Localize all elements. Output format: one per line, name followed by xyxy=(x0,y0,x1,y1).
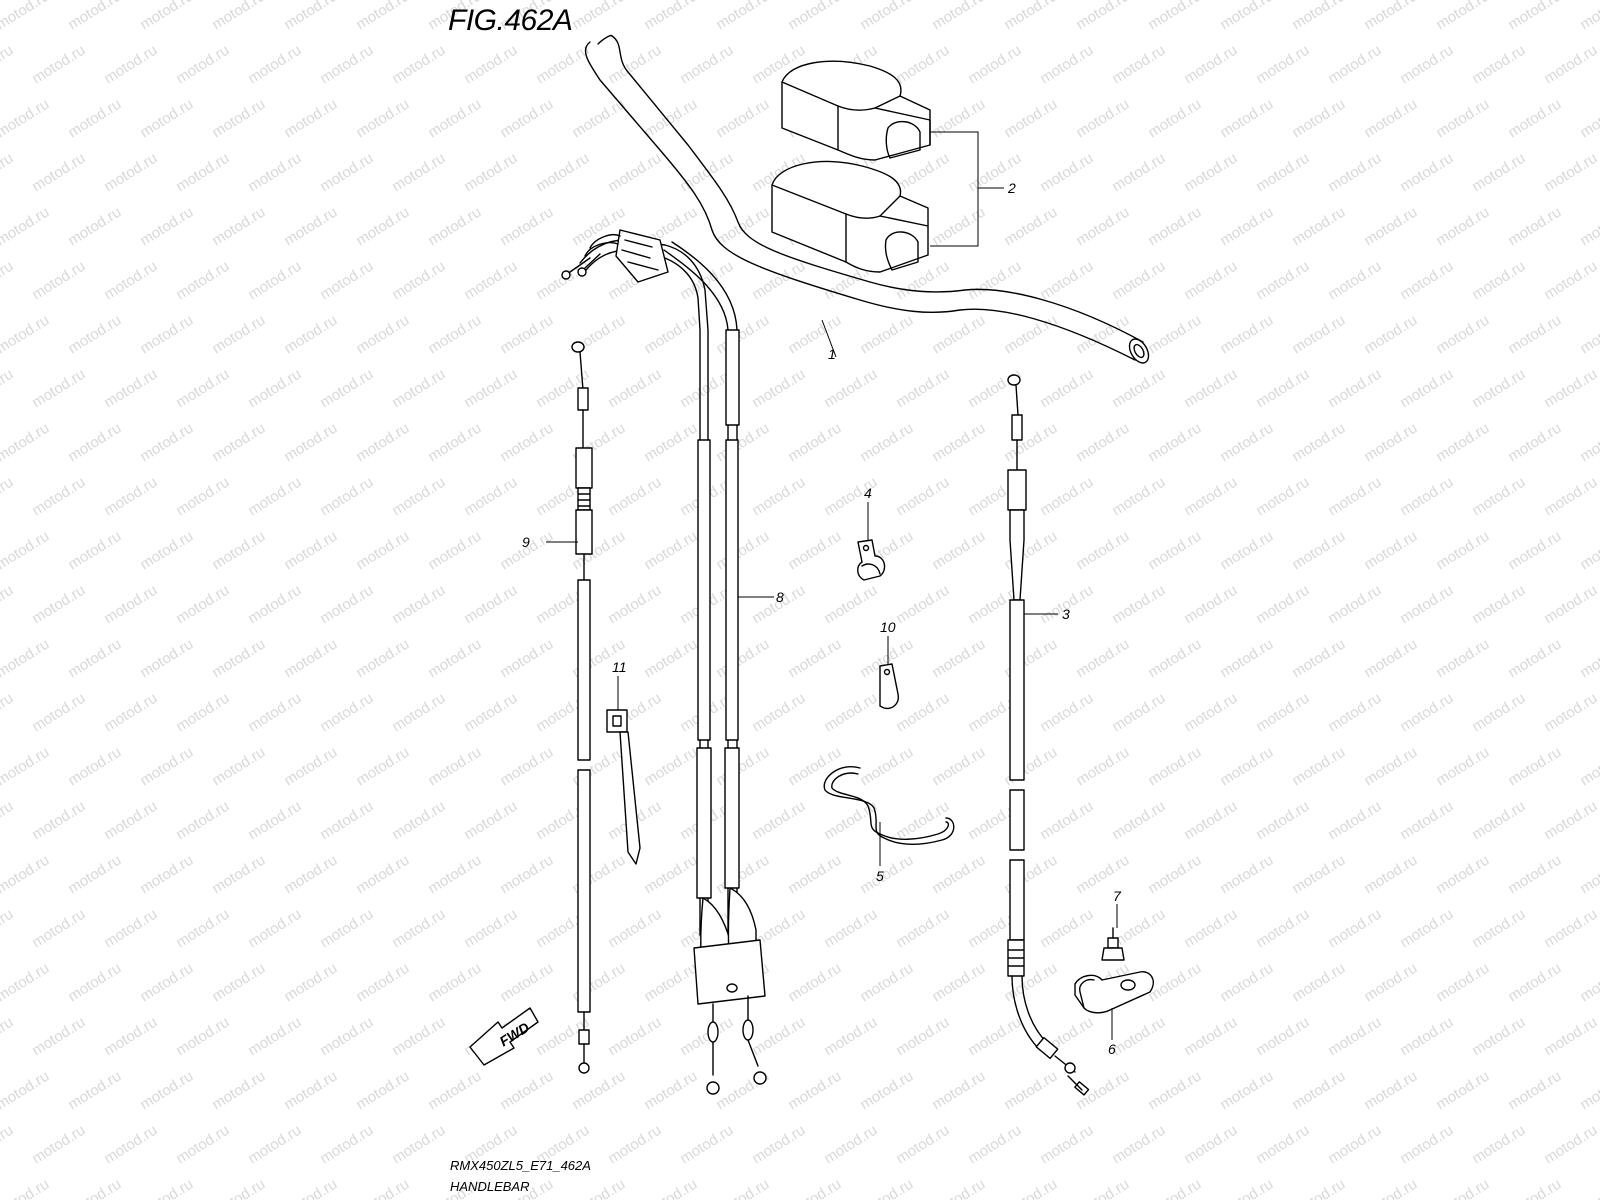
right-cable[interactable] xyxy=(1007,374,1090,1096)
left-cable[interactable] xyxy=(571,341,593,1074)
callout-9[interactable]: 9 xyxy=(522,534,530,550)
bolt[interactable] xyxy=(1101,927,1125,961)
wire-hook[interactable] xyxy=(823,766,955,845)
callout-1[interactable]: 1 xyxy=(828,346,836,362)
leader-lines xyxy=(546,131,1118,1040)
callout-4[interactable]: 4 xyxy=(864,485,872,501)
figure-name: HANDLEBAR xyxy=(450,1179,530,1194)
callouts: 1 2 3 4 5 6 7 8 9 10 11 xyxy=(522,180,1122,1057)
cable-clip[interactable] xyxy=(879,663,899,710)
callout-5[interactable]: 5 xyxy=(876,868,884,884)
throttle-cable[interactable] xyxy=(561,229,767,1095)
callout-11[interactable]: 11 xyxy=(612,659,627,675)
handlebar-pad-upper[interactable] xyxy=(781,60,931,161)
fwd-direction-arrow: FWD xyxy=(469,1007,539,1066)
handlebar[interactable] xyxy=(584,34,1152,366)
figure-title: FIG.462A xyxy=(448,4,573,37)
callout-10[interactable]: 10 xyxy=(880,619,896,635)
callout-6[interactable]: 6 xyxy=(1108,1041,1116,1057)
leader-2 xyxy=(930,131,1004,247)
leader-1 xyxy=(821,319,837,358)
callout-7[interactable]: 7 xyxy=(1113,888,1122,904)
cable-clamp[interactable] xyxy=(857,539,886,581)
bracket[interactable] xyxy=(1074,971,1154,1014)
handlebar-pad-lower[interactable] xyxy=(771,160,929,273)
callout-3[interactable]: 3 xyxy=(1062,606,1070,622)
callout-2[interactable]: 2 xyxy=(1007,180,1016,196)
figure-code: RMX450ZL5_E71_462A xyxy=(450,1158,591,1173)
callout-8[interactable]: 8 xyxy=(776,589,784,605)
cable-tie[interactable] xyxy=(606,709,641,865)
